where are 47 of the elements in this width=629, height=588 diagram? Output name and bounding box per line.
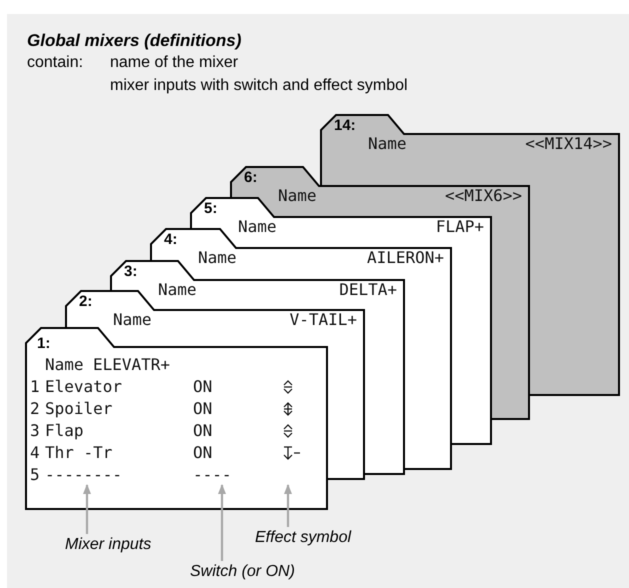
intro-item: name of the mixer — [110, 54, 238, 72]
mixer-card — [25, 327, 328, 510]
title: Global mixers (definitions) — [27, 31, 242, 51]
name-label: Name — [368, 135, 407, 153]
input-name: Spoiler — [45, 400, 112, 418]
row-number: 2 — [30, 400, 40, 418]
intro-label: contain: — [27, 54, 84, 72]
name-label: Name — [158, 281, 197, 299]
card-number: 14: — [334, 117, 356, 134]
switch-value: ON — [193, 422, 212, 440]
mixer-name: ELEVATR+ — [93, 356, 170, 374]
mixer-name: AILERON+ — [366, 249, 444, 267]
mixer-name: V-TAIL+ — [290, 311, 357, 329]
name-label: Name — [113, 311, 152, 329]
name-label: Name — [198, 249, 237, 267]
name-label: Name — [45, 356, 84, 374]
name-label: Name — [278, 187, 317, 205]
input-name: -------- — [45, 466, 122, 484]
row-number: 5 — [30, 466, 40, 484]
name-label: Name — [238, 218, 277, 236]
card-number: 3: — [124, 263, 138, 280]
switch-value: ON — [193, 444, 212, 462]
switch-value: ---- — [193, 466, 232, 484]
input-name: Thr -Tr — [45, 444, 112, 462]
mixer-name: <<MIX14>> — [525, 135, 612, 153]
card-number: 6: — [244, 169, 258, 186]
input-name: Elevator — [45, 378, 122, 396]
mixer-name: FLAP+ — [436, 218, 484, 236]
row-number: 4 — [30, 444, 40, 462]
callout-text: Switch (or ON) — [190, 562, 295, 581]
intro-item: mixer inputs with switch and effect symbol — [110, 77, 408, 95]
card-number: 5: — [204, 200, 218, 217]
card-number: 2: — [79, 293, 92, 310]
row-number: 3 — [30, 422, 40, 440]
leader-arrow — [218, 484, 226, 561]
mixer-name: <<MIX6>> — [444, 187, 522, 205]
switch-value: ON — [193, 400, 212, 418]
callout-text: Effect symbol — [255, 528, 352, 547]
leader-arrow — [83, 484, 91, 534]
leader-arrow — [284, 484, 292, 527]
mixer-name: DELTA+ — [339, 281, 397, 299]
card-number: 4: — [164, 231, 178, 248]
input-name: Flap — [45, 422, 84, 440]
row-number: 1 — [30, 378, 40, 396]
callout-text: Mixer inputs — [65, 535, 152, 554]
card-number: 1: — [37, 335, 50, 352]
switch-value: ON — [193, 378, 212, 396]
